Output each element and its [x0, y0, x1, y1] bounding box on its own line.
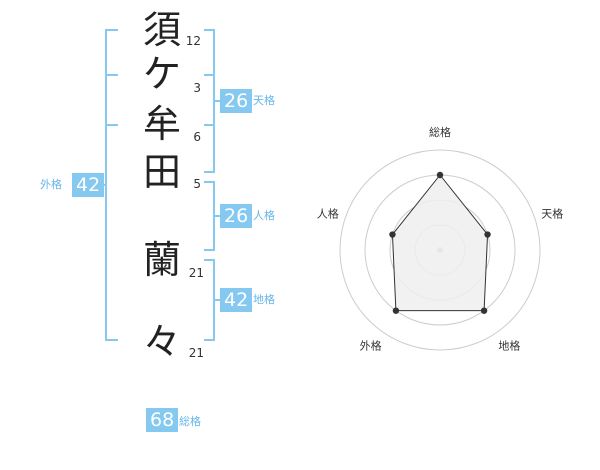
- stroke-count-6: 21: [188, 346, 204, 360]
- soukaku-value: 68: [146, 408, 179, 432]
- radar-axis-label-1: 総格: [429, 125, 451, 139]
- radar-point-4: [392, 307, 400, 314]
- name-char-2: ケ: [142, 52, 181, 96]
- soukaku-label: 総格: [179, 415, 201, 428]
- radar-point-2: [484, 231, 491, 238]
- radar-polygon: [391, 174, 489, 312]
- radar-point-5: [389, 231, 396, 238]
- stroke-count-2: 3: [193, 81, 201, 95]
- stroke-count-4: 5: [193, 177, 201, 191]
- chikaku-value: 42: [220, 288, 253, 312]
- radar-axis-label-2: 天格: [541, 207, 563, 221]
- radar-axis-label-4: 外格: [360, 338, 382, 352]
- radar-axis-label-5: 人格: [317, 207, 339, 221]
- name-char-6: 々: [142, 320, 181, 364]
- radar-axis-label-3: 地格: [498, 338, 520, 352]
- name-char-4: 田: [142, 150, 181, 194]
- gaikaku-label: 外格: [40, 178, 62, 191]
- stroke-count-3: 6: [193, 130, 201, 144]
- name-char-3: 牟: [142, 102, 181, 146]
- name-char-5: 蘭: [142, 238, 181, 282]
- radar-point-1: [436, 171, 444, 179]
- chikaku-label: 地格: [253, 293, 275, 306]
- stroke-count-1: 12: [185, 34, 201, 48]
- radar-point-3: [480, 307, 488, 314]
- tenkaku-value: 26: [220, 89, 253, 113]
- tenkaku-label: 天格: [253, 94, 275, 107]
- gaikaku-value: 42: [72, 173, 105, 197]
- name-char-1: 須: [142, 8, 181, 52]
- stroke-count-5: 21: [188, 266, 204, 280]
- jinkaku-label: 人格: [253, 209, 275, 222]
- jinkaku-value: 26: [220, 204, 253, 228]
- radar-ring-4: [339, 149, 541, 351]
